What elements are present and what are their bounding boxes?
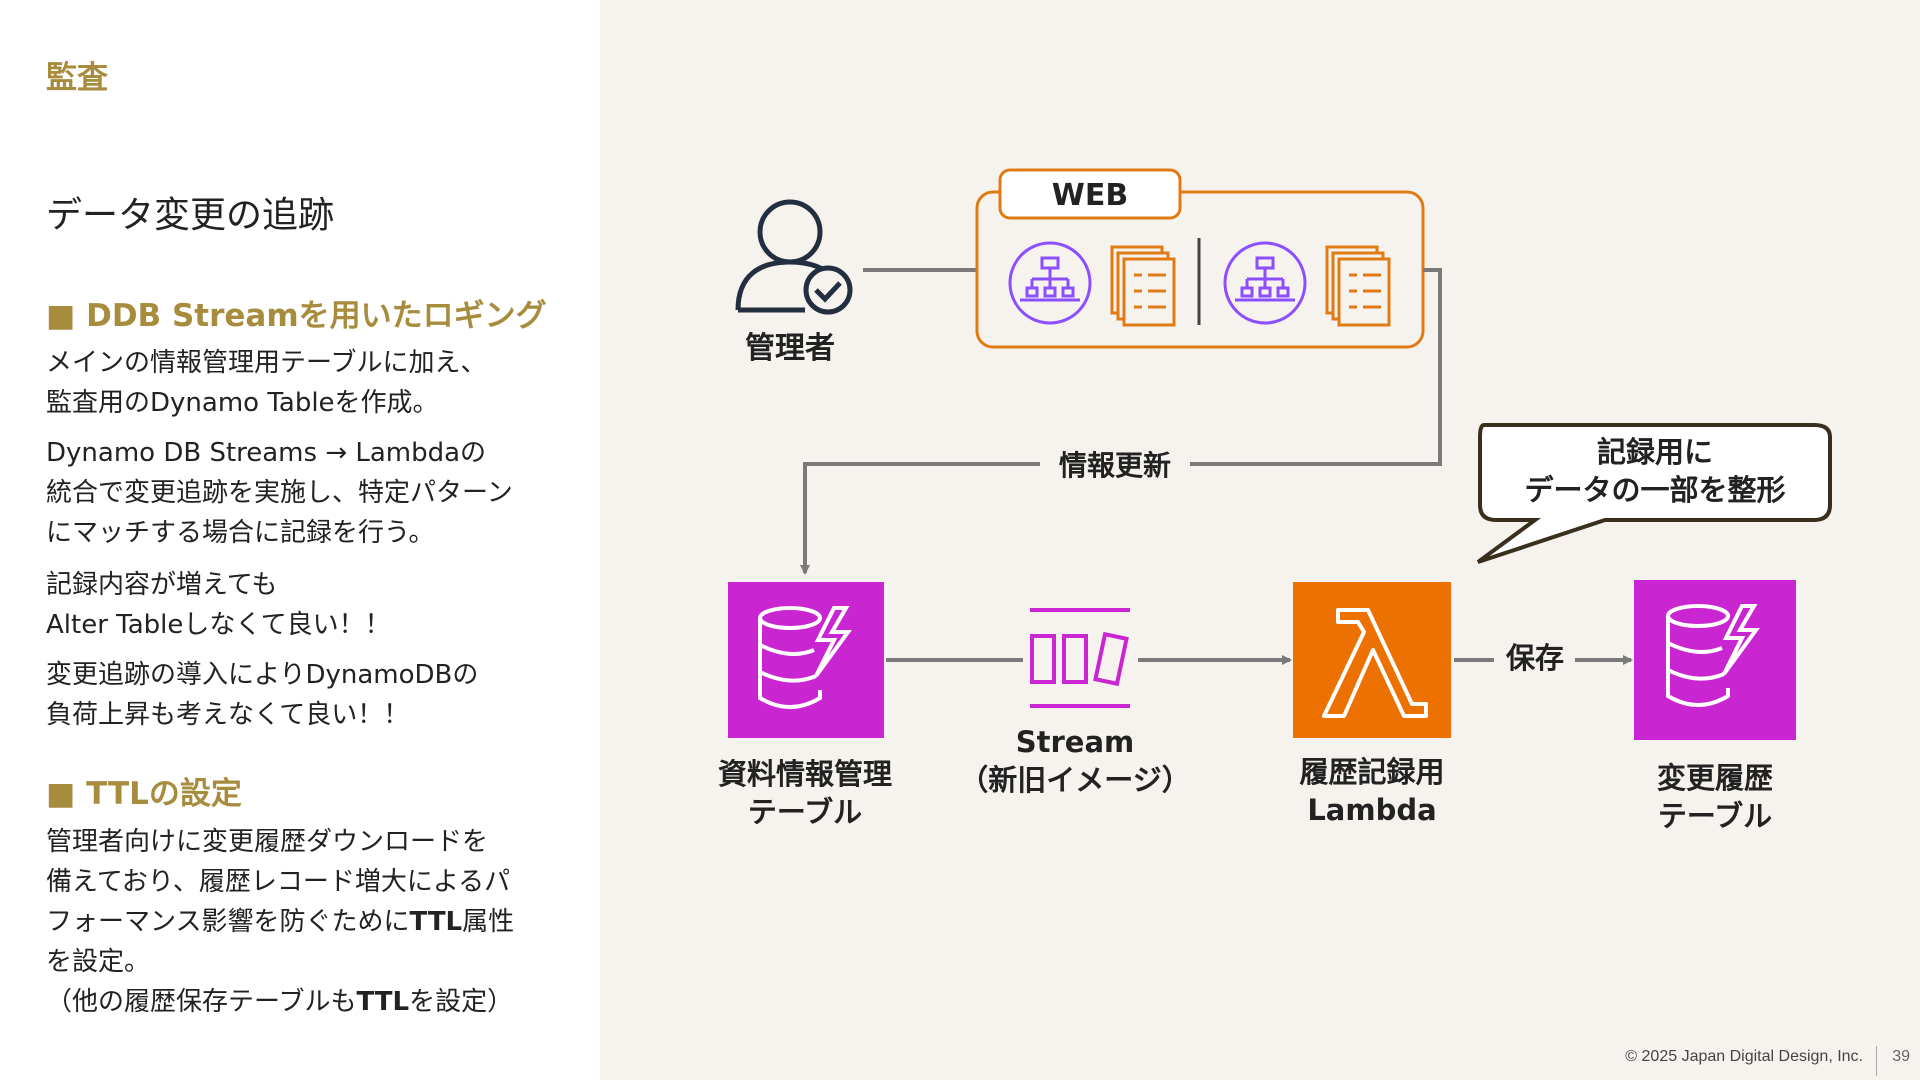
stream-label-line-1: Stream	[1016, 725, 1135, 759]
heading-ddb-stream: ■ DDB Streamを用いたロギング	[46, 298, 547, 334]
save-label: 保存	[1505, 641, 1564, 675]
callout-line-2: データの一部を整形	[1524, 473, 1785, 507]
stream-icon	[1030, 608, 1130, 708]
lambda-label-line-1: 履歴記録用	[1299, 755, 1444, 789]
footer-divider	[1876, 1046, 1877, 1076]
table1-label-line-1: 資料情報管理	[718, 757, 892, 791]
update-label: 情報更新	[1059, 449, 1171, 482]
table2-label-line-2: テーブル	[1658, 799, 1772, 833]
page-number: 39	[1892, 1048, 1910, 1065]
paragraph-2: Dynamo DB Streams → Lambdaの 統合で変更追跡を実施し、…	[46, 438, 513, 548]
update-arrow	[800, 268, 1442, 575]
left-panel: 監査 データ変更の追跡 ■ DDB Streamを用いたロギング メインの情報管…	[0, 0, 600, 1080]
org-chart-icon	[1223, 241, 1307, 325]
paragraph-ttl: 管理者向けに変更履歴ダウンロードを 備えており、履歴レコード増大によるパ フォー…	[46, 822, 566, 1022]
heading-ttl: ■ TTLの設定	[46, 776, 242, 812]
paragraph-4: 変更追跡の導入によりDynamoDBの 負荷上昇も考えなくて良い！！	[46, 660, 479, 730]
ttl-bold-1: TTL	[409, 907, 463, 937]
update-label-bg	[1040, 446, 1190, 484]
diagram-panel: 管理者 WEB	[600, 0, 1920, 1080]
document-stack-icon	[1325, 245, 1391, 327]
footer-copyright: © 2025 Japan Digital Design, Inc.	[1625, 1048, 1863, 1065]
table1-label-line-2: テーブル	[748, 795, 862, 829]
paragraph-3: 記録内容が増えても Alter Tableしなくて良い！！	[46, 570, 391, 640]
section-tag: 監査	[46, 60, 108, 96]
ttl-bold-2: TTL	[356, 987, 410, 1017]
callout-line-1: 記録用に	[1597, 435, 1713, 469]
lambda-label-line-2: Lambda	[1307, 793, 1436, 827]
table2-label-line-1: 変更履歴	[1657, 761, 1773, 795]
architecture-diagram: 管理者 WEB	[718, 168, 1832, 833]
user-check-icon	[735, 199, 853, 315]
document-stack-icon	[1110, 245, 1176, 327]
ttl-text-1: 管理者向けに変更履歴ダウンロードを 備えており、履歴レコード増大によるパ フォー…	[46, 827, 511, 937]
admin-label: 管理者	[745, 331, 835, 366]
page-title: データ変更の追跡	[46, 195, 335, 236]
org-chart-icon	[1008, 241, 1092, 325]
dynamodb-icon	[728, 582, 884, 738]
dynamodb-icon	[1634, 580, 1796, 740]
paragraph-1: メインの情報管理用テーブルに加え、 監査用のDynamo Tableを作成。	[46, 348, 487, 418]
web-label: WEB	[1052, 178, 1128, 213]
callout-bubble	[1476, 423, 1832, 564]
lambda-icon	[1293, 582, 1451, 738]
ttl-text-2: 属性 を設定。 （他の履歴保存テーブルも	[46, 907, 515, 1017]
stream-label-line-2: （新旧イメージ）	[959, 763, 1190, 797]
ttl-text-3: を設定）	[409, 987, 514, 1017]
